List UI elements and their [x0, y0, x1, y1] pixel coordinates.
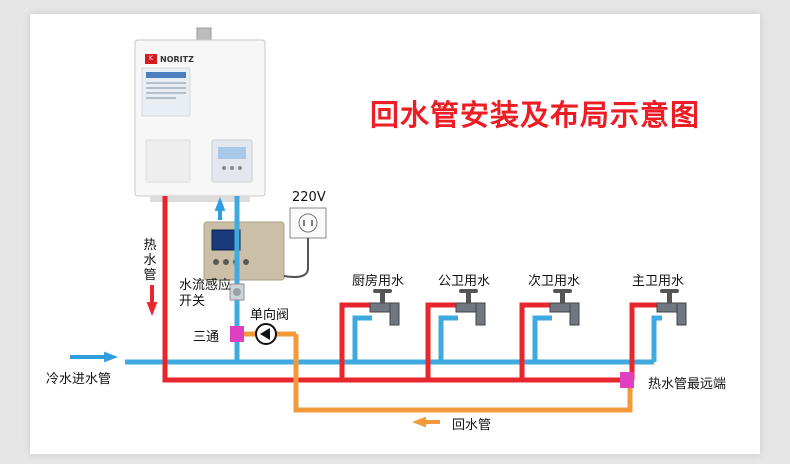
tee-joint	[230, 326, 244, 342]
cold-inlet-arrow	[70, 351, 118, 363]
power-socket	[289, 207, 327, 239]
hot-water-pipe-label: 热水管	[143, 238, 157, 283]
cold-branch-pipe-3	[651, 315, 662, 362]
tap-label-public-bath: 公卫用水	[438, 274, 491, 289]
taps-layer	[369, 289, 687, 326]
tap-label-kitchen: 厨房用水	[352, 274, 405, 289]
tee-joint-far-end	[620, 372, 634, 388]
cold-branch-pipe-2	[532, 315, 552, 362]
cold-up-arrow	[214, 197, 226, 220]
faucet-icon	[549, 289, 580, 326]
tap-label-second-bath: 次卫用水	[528, 274, 581, 289]
check-valve	[255, 323, 277, 345]
tap-label-master-bath: 主卫用水	[632, 274, 685, 289]
return-pipe-label: 回水管	[452, 418, 492, 433]
arrows-layer	[70, 197, 440, 428]
hot-down-arrow	[146, 285, 158, 316]
return-flow-arrow	[412, 416, 440, 428]
heater-brand: NORITZ	[160, 55, 194, 64]
hot-main-pipe	[162, 196, 630, 383]
voltage-label: 220V	[292, 190, 326, 205]
cold-branch-pipe-0	[352, 315, 372, 362]
tee-label: 三通	[193, 330, 220, 345]
faucet-icon	[455, 289, 486, 326]
cold-branch-pipe-1	[438, 315, 458, 362]
brand-mark: K	[145, 54, 157, 64]
cold-inlet-label: 冷水进水管	[46, 372, 112, 387]
faucet-icon	[656, 289, 687, 326]
return-pipe	[293, 334, 633, 413]
water-heater	[134, 27, 266, 202]
diagram-title: 回水管安装及布局示意图	[370, 98, 701, 132]
check-valve-label: 单向阀	[250, 308, 290, 323]
power-cable	[283, 238, 309, 278]
flow-switch-label: 水流感应开关	[179, 278, 232, 309]
pipes-layer	[125, 196, 665, 413]
farthest-hot-label: 热水管最远端	[648, 377, 727, 392]
faucet-icon	[369, 289, 400, 326]
flow-controller-box	[203, 221, 285, 281]
flow-switch-valve	[229, 283, 245, 301]
